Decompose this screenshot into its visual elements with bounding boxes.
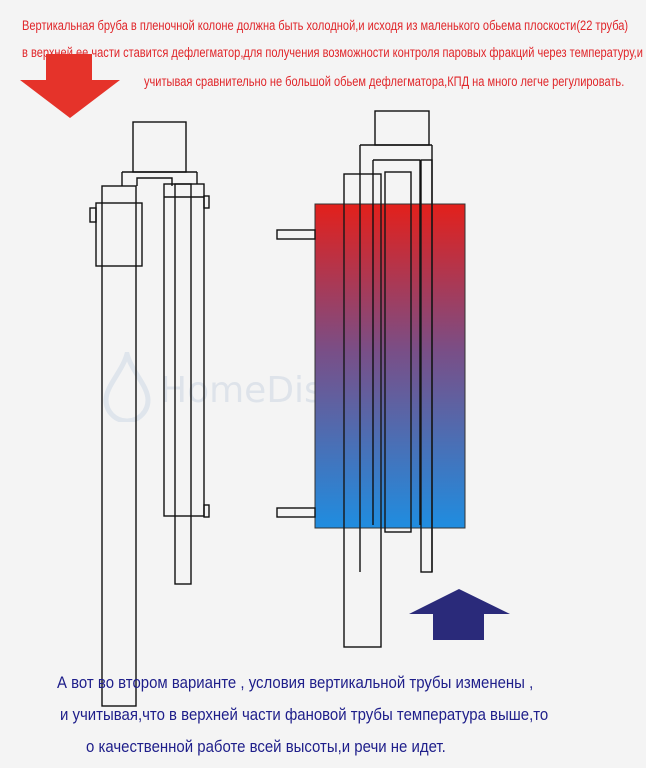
left-nozzle-bottom (203, 504, 210, 518)
left-upper-sleeve (95, 202, 143, 267)
red-down-arrow-icon (20, 54, 120, 118)
description-line-3: учитывая сравнительно не большой обьем д… (144, 74, 625, 89)
conclusion-line-1: А вот во втором варианте , условия верти… (57, 673, 534, 692)
left-reflux-tube (174, 183, 192, 585)
conclusion-line-2: и учитывая,что в верхней части фановой т… (60, 705, 549, 724)
description-line-1: Вертикальная бруба в пленочной колоне до… (22, 18, 629, 33)
conclusion-line-3: о качественной работе всей высоты,и речи… (86, 737, 446, 756)
left-bracket (89, 207, 97, 223)
left-column-assembly (89, 121, 210, 707)
right-nozzle-bottom (276, 507, 316, 518)
left-dephlegmator-body (163, 183, 205, 517)
left-nozzle-top (203, 195, 210, 209)
description-line-2: в верхней ее части ставится дефлегматор,… (22, 45, 643, 60)
left-top-cap (132, 121, 187, 173)
right-nozzle-top (276, 229, 316, 240)
left-main-column (101, 185, 137, 707)
right-heat-exchanger (314, 203, 466, 529)
blue-up-arrow-icon (409, 589, 510, 640)
watermark-drop-icon (102, 344, 152, 427)
left-vapor-tube (121, 172, 173, 186)
right-top-cap (374, 110, 430, 146)
